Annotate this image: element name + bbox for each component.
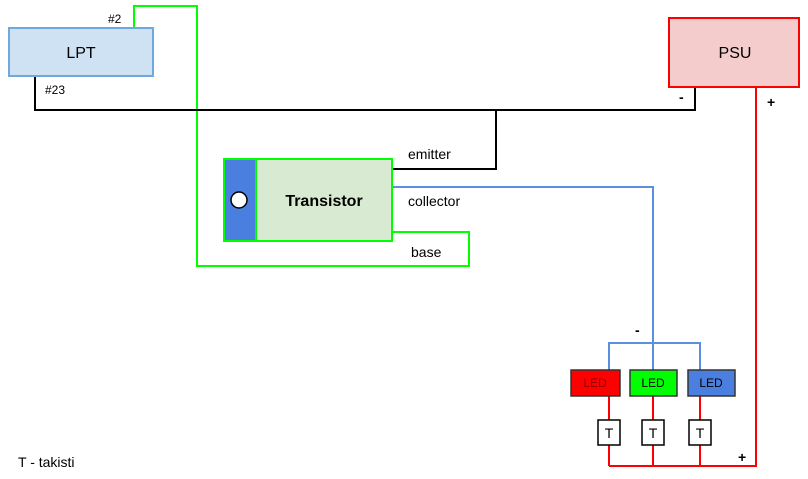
transistor-label: Transistor bbox=[285, 193, 362, 210]
led-blue-label: LED bbox=[699, 376, 723, 390]
resistor-1-body bbox=[597, 419, 621, 446]
ground-wire bbox=[34, 76, 696, 111]
led-group: - LED LED LED T T T + bbox=[570, 322, 746, 465]
emitter-wire bbox=[392, 110, 497, 170]
resistor-2-label: T bbox=[649, 425, 658, 441]
led-red-body bbox=[570, 369, 621, 397]
led-cathode-bus bbox=[608, 342, 701, 370]
wires bbox=[34, 5, 757, 467]
led-plus-label: + bbox=[738, 449, 746, 465]
led-blue: LED bbox=[687, 369, 736, 397]
led-red: LED bbox=[570, 369, 621, 397]
resistor-2: T bbox=[641, 419, 665, 446]
transistor-mounting-hole-icon bbox=[230, 191, 248, 209]
lpt-box bbox=[8, 27, 154, 77]
resistor-2-body bbox=[641, 419, 665, 446]
led-blue-body bbox=[687, 369, 736, 397]
emitter-label: emitter bbox=[408, 146, 451, 162]
transistor-block: Transistor emitter collector base bbox=[223, 146, 460, 260]
psu-plus-label: + bbox=[767, 94, 775, 110]
collector-wire bbox=[392, 186, 654, 343]
transistor-body bbox=[255, 158, 393, 242]
resistor-1: T bbox=[597, 419, 621, 446]
led-green-label: LED bbox=[641, 376, 665, 390]
legend-text: T - takisti bbox=[18, 454, 75, 470]
resistor-3-body bbox=[688, 419, 712, 446]
psu-box bbox=[668, 17, 800, 88]
resistor-3-label: T bbox=[696, 425, 705, 441]
led-green: LED bbox=[629, 369, 678, 397]
lpt-label: LPT bbox=[66, 45, 96, 62]
power-wire bbox=[609, 88, 757, 467]
led-green-body bbox=[629, 369, 678, 397]
led-minus-label: - bbox=[635, 322, 640, 338]
led-red-label: LED bbox=[583, 376, 607, 390]
psu-minus-label: - bbox=[679, 89, 684, 105]
lpt-block: LPT #2 #23 bbox=[8, 12, 154, 97]
collector-label: collector bbox=[408, 193, 460, 209]
lpt-pin-data-label: #2 bbox=[108, 12, 122, 26]
lpt-pin-ground-label: #23 bbox=[45, 83, 65, 97]
psu-label: PSU bbox=[719, 45, 752, 62]
data-wire bbox=[133, 5, 470, 267]
psu-block: PSU - + bbox=[668, 17, 800, 110]
resistor-3: T bbox=[688, 419, 712, 446]
resistor-1-label: T bbox=[605, 425, 614, 441]
base-label: base bbox=[411, 244, 442, 260]
